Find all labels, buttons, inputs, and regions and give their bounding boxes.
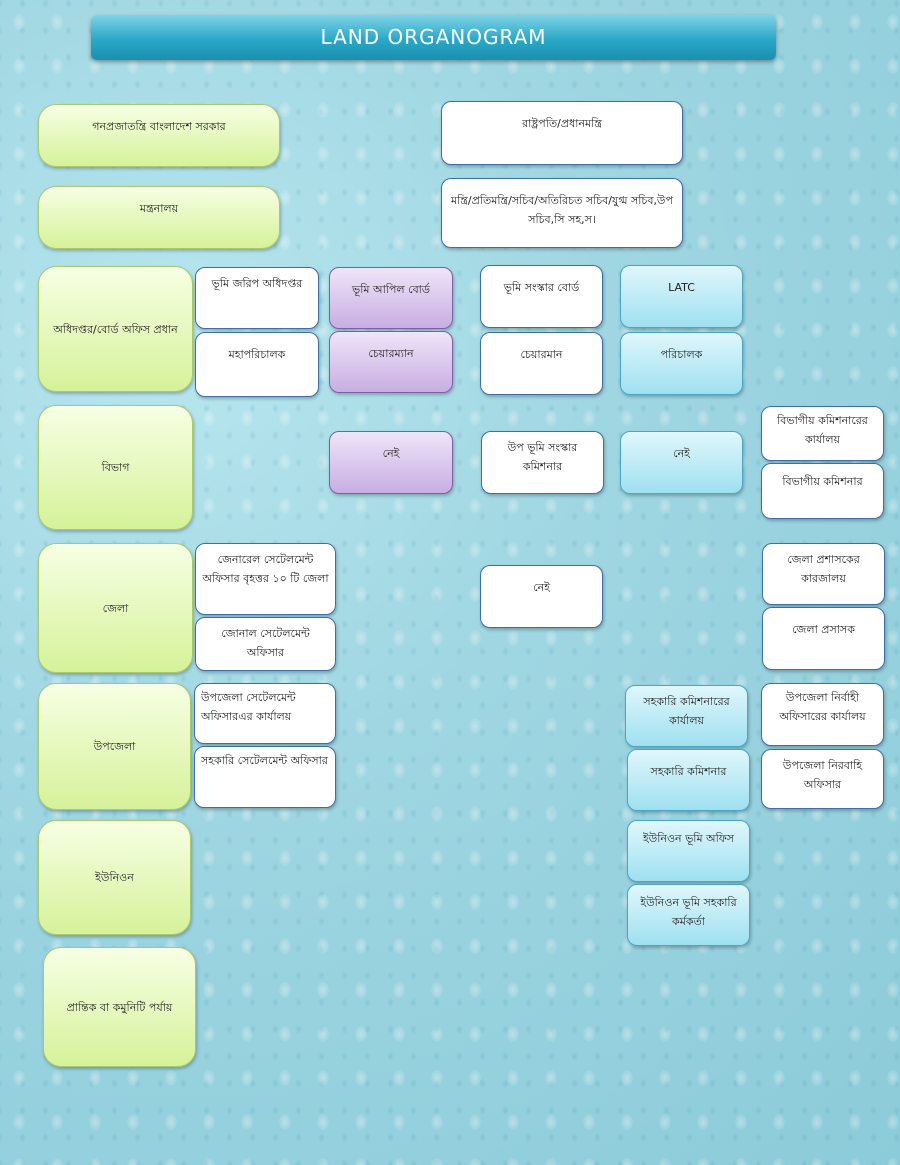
union-land-office: ইউনিওন ভূমি অফিস [627, 820, 750, 882]
deputy-commissioner: জেলা প্রসাসক [762, 607, 885, 670]
level-government: গনপ্রজাতন্ত্রি বাংলাদেশ সরকার [38, 104, 280, 167]
land-appeal-board: ভূমি আপিল বোর্ড [329, 267, 453, 329]
president-pm-box: রাষ্ট্রপতি/প্রধানমন্ত্রি [441, 101, 683, 165]
zonal-settlement-officer: জোনাল সেটেলমেন্ট অফিসার [195, 617, 336, 671]
dc-office: জেলা প্রশাসকের কারজালয় [762, 543, 885, 605]
reform-chairman: চেয়ারমান [480, 332, 603, 395]
minister-secretary-box: মন্ত্রি/প্রতিমন্ত্রি/সচিব/অতিরিচত সচিব/য… [441, 178, 683, 248]
divisional-commissioner: বিভাগীয় কমিশনার [761, 463, 884, 519]
level-community: প্রান্তিক বা কমুনিটি পর্যায় [43, 947, 196, 1067]
divisional-commissioner-office: বিভাগীয় কমিশনারের কার্যালয় [761, 406, 884, 461]
assistant-commissioner: সহকারি কমিশনার [627, 749, 750, 811]
land-reform-board: ভূমি সংস্কার বোর্ড [480, 265, 603, 328]
page-title: LAND ORGANOGRAM [91, 15, 776, 60]
latc-box: LATC [620, 265, 743, 328]
survey-director-general: মহাপরিচালক [195, 332, 319, 397]
general-settlement-officer: জেনারেল সেটেলমেন্ট অফিসার বৃহত্তর ১০ টি … [195, 543, 336, 615]
level-ministry: মন্ত্রনালয় [38, 186, 280, 249]
deputy-land-reform-commissioner: উপ ভূমি সংস্কার কমিশনার [481, 431, 604, 494]
appeal-chairman: চেয়ারম্যান [329, 331, 453, 393]
ac-land-office: সহকারি কমিশনারের কার্যালয় [625, 685, 748, 747]
latc-director: পরিচালক [620, 332, 743, 395]
level-department-head: অধিদপ্তর/বোর্ড অফিস প্রধান [38, 266, 193, 392]
survey-department: ভূমি জরিপ অধিদপ্তর [195, 267, 319, 329]
union-land-assistant-officer: ইউনিওন ভূমি সহকারি কর্মকর্তা [627, 884, 750, 946]
assistant-settlement-officer: সহকারি সেটেলমেন্ট অফিসার [194, 746, 336, 808]
appeal-division-none: নেই [329, 431, 453, 494]
upazila-nirbahi-officer: উপজেলা নিরবাহি অফিসার [761, 749, 884, 809]
reform-district-none: নেই [480, 565, 603, 628]
upazila-settlement-office: উপজেলা সেটেলমেন্ট অফিসারএর কার্যালয় [194, 683, 336, 744]
level-union: ইউনিওন [38, 820, 191, 935]
uno-office: উপজেলা নির্বাহী অফিসারের কার্যালয় [761, 683, 884, 746]
latc-division-none: নেই [620, 431, 743, 494]
level-district: জেলা [38, 543, 193, 673]
level-division: বিভাগ [38, 405, 193, 530]
level-upazila: উপজেলা [38, 683, 191, 810]
